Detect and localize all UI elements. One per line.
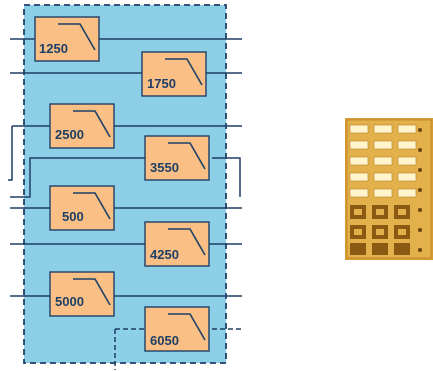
filter-label-4250: 4250 [150,247,179,262]
filter-label-1250: 1250 [39,41,68,56]
bypass-line-left-upper [8,126,12,180]
filter-block-6050: 6050 [145,307,209,351]
filter-label-2500: 2500 [55,127,84,142]
filter-block-2500: 2500 [50,104,114,148]
filter-label-5000: 5000 [55,294,84,309]
filter-block-1250: 1250 [35,17,99,61]
filter-label-500: 500 [62,209,84,224]
filter-block-3550: 3550 [145,136,209,180]
filter-block-1750: 1750 [142,52,206,96]
filter-block-500: 500 [50,186,114,230]
filter-label-1750: 1750 [147,76,176,91]
filter-label-6050: 6050 [150,333,179,348]
filter-chip-photo [345,118,433,260]
filter-block-5000: 5000 [50,272,114,316]
filter-label-3550: 3550 [150,160,179,175]
filter-block-4250: 4250 [145,222,209,266]
